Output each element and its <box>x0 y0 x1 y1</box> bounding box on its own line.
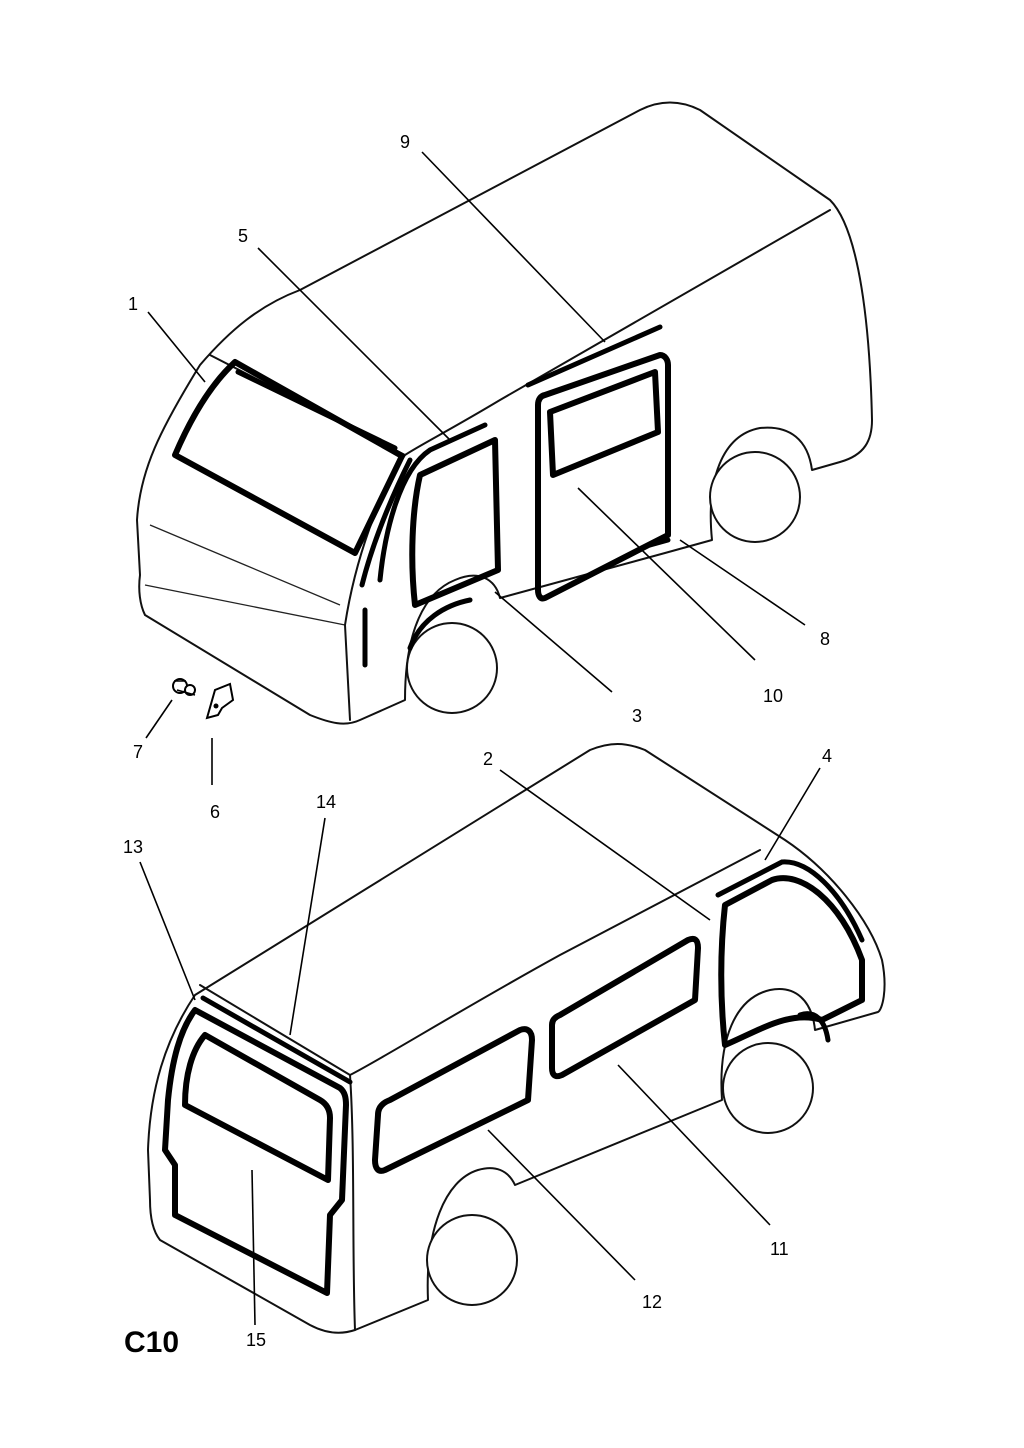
front-van-roof-drip-left <box>235 369 398 451</box>
rear-van-front-wheel <box>722 1042 814 1134</box>
rear-van-cab-roof-strip <box>715 859 865 943</box>
front-van-roof-edge <box>209 209 831 456</box>
leader-lines <box>139 151 821 1326</box>
front-van-front-wheel <box>406 622 498 714</box>
rear-van-roof-edge <box>199 849 761 1076</box>
diagram-code: C10 <box>124 1326 179 1359</box>
clip-part-7 <box>172 678 196 696</box>
rear-van-rear-corner <box>349 1074 356 1331</box>
callout-6: 6 <box>210 802 220 822</box>
callout-7: 7 <box>133 742 143 762</box>
rear-van-tailgate-top-strip <box>200 995 353 1085</box>
front-van-body <box>136 101 873 725</box>
callout-4: 4 <box>822 746 832 766</box>
rear-van-body <box>147 743 886 1334</box>
callout-3: 3 <box>632 706 642 726</box>
front-van-sliding-door-seal <box>535 352 671 602</box>
front-van-body-crease <box>149 524 341 606</box>
front-view-van <box>136 101 873 725</box>
front-van-sliding-door-window-seal <box>547 369 661 478</box>
callout-10: 10 <box>763 686 783 706</box>
front-van-windscreen-seal <box>172 359 405 556</box>
front-van-front-door-seal <box>409 437 501 608</box>
callout-12: 12 <box>642 1292 662 1312</box>
clip-part-6 <box>205 682 235 720</box>
front-van-bumper-line <box>144 584 346 626</box>
front-van-roof-rail-seal <box>525 324 663 388</box>
callout-8: 8 <box>820 629 830 649</box>
front-van-rear-wheel <box>709 451 801 543</box>
callout-2: 2 <box>483 749 493 769</box>
front-van-a-pillar-seal <box>359 457 413 588</box>
callout-14: 14 <box>316 792 336 812</box>
callout-13: 13 <box>123 837 143 857</box>
front-van-front-door-lower-seal <box>407 597 473 651</box>
rear-van-tailgate-seal <box>162 1007 349 1296</box>
front-van-door-frame-seal <box>362 422 488 668</box>
rear-van-cab-door-seal <box>718 875 865 1048</box>
rear-view-van <box>147 743 886 1334</box>
rear-van-rear-wheel <box>426 1214 518 1306</box>
callout-5: 5 <box>238 226 248 246</box>
rear-van-side-window-middle-seal <box>549 935 701 1080</box>
callout-11: 11 <box>770 1239 789 1259</box>
callout-15: 15 <box>246 1330 266 1350</box>
rear-van-rear-window-seal <box>182 1032 333 1183</box>
front-van-door-lower-strip <box>647 537 671 548</box>
callout-9: 9 <box>400 132 410 152</box>
callout-1: 1 <box>128 294 138 314</box>
rear-van-cab-wheelarch-strip <box>797 1011 831 1043</box>
rear-van-side-window-rear-seal <box>372 1026 535 1174</box>
callout-labels: 1 2 3 4 5 6 7 8 9 10 11 12 13 14 15 <box>123 132 832 1350</box>
